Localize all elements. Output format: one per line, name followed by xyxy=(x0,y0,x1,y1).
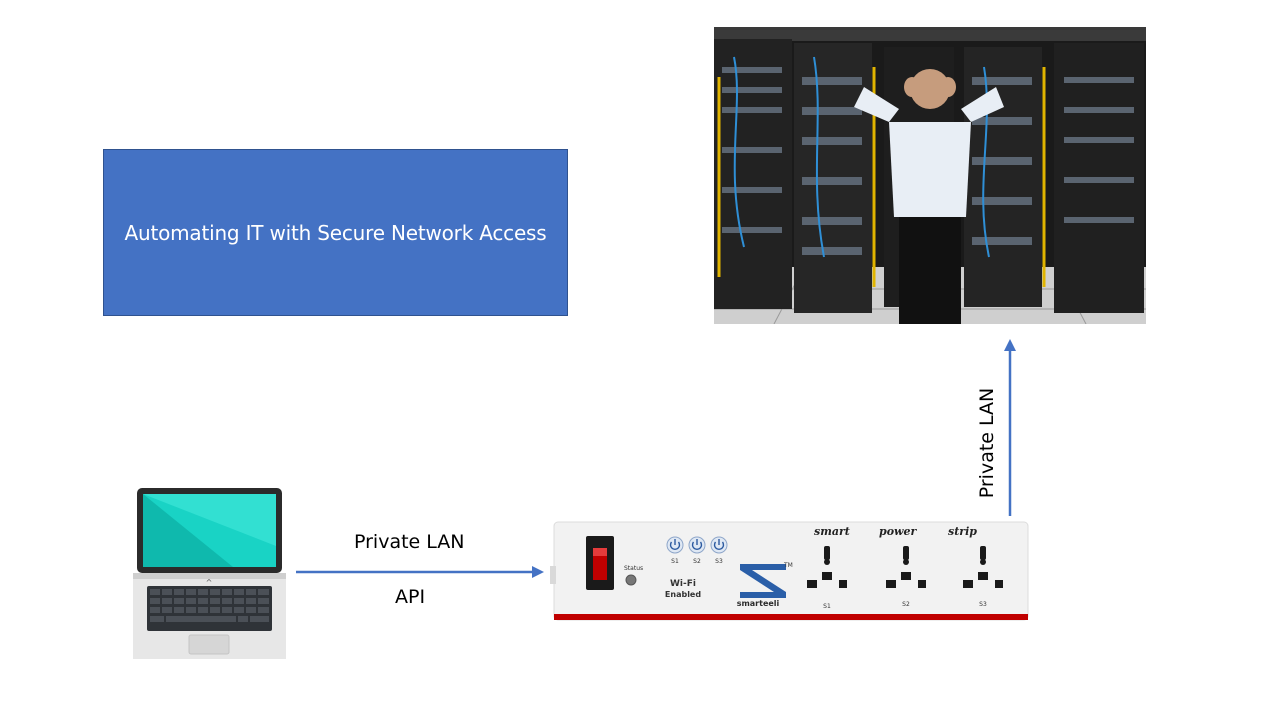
lan-label-left: Private LAN xyxy=(354,531,465,553)
switch-label-s3: S3 xyxy=(715,558,723,565)
socket-s1-icon xyxy=(807,546,847,588)
socket-label-s2: S2 xyxy=(902,601,910,608)
title-box: Automating IT with Secure Network Access xyxy=(103,149,568,316)
socket-s3-icon xyxy=(963,546,1003,588)
arrow-strip-to-servers xyxy=(1004,339,1016,516)
arrow-laptop-to-strip xyxy=(296,566,544,578)
socket-label-s1: S1 xyxy=(823,603,831,610)
status-label: Status xyxy=(624,565,643,572)
svg-text:^: ^ xyxy=(206,578,213,587)
smarteeli-logo-icon: TM xyxy=(740,562,793,598)
tagline-power: power xyxy=(879,525,917,538)
laptop-icon: ^ xyxy=(133,488,286,659)
switch-label-s1: S1 xyxy=(671,558,679,565)
title-text: Automating IT with Secure Network Access xyxy=(124,220,547,245)
socket-label-s3: S3 xyxy=(979,601,987,608)
wifi-enabled-label: Enabled xyxy=(665,590,701,599)
trademark-mark: TM xyxy=(783,562,793,569)
lan-label-right: Private LAN xyxy=(976,387,998,499)
status-led-icon xyxy=(625,574,637,586)
api-label: API xyxy=(395,586,426,608)
wifi-label: Wi-Fi xyxy=(670,579,696,589)
tagline-strip: strip xyxy=(948,525,977,538)
switch-label-s2: S2 xyxy=(693,558,701,565)
smart-power-strip: Status S1 S2 S3 Wi-Fi Enabled TM smartee… xyxy=(550,521,1029,621)
brand-label: smarteeli xyxy=(737,599,780,608)
server-room-photo xyxy=(714,27,1146,324)
tagline-smart: smart xyxy=(814,525,850,538)
socket-s2-icon xyxy=(886,546,926,588)
